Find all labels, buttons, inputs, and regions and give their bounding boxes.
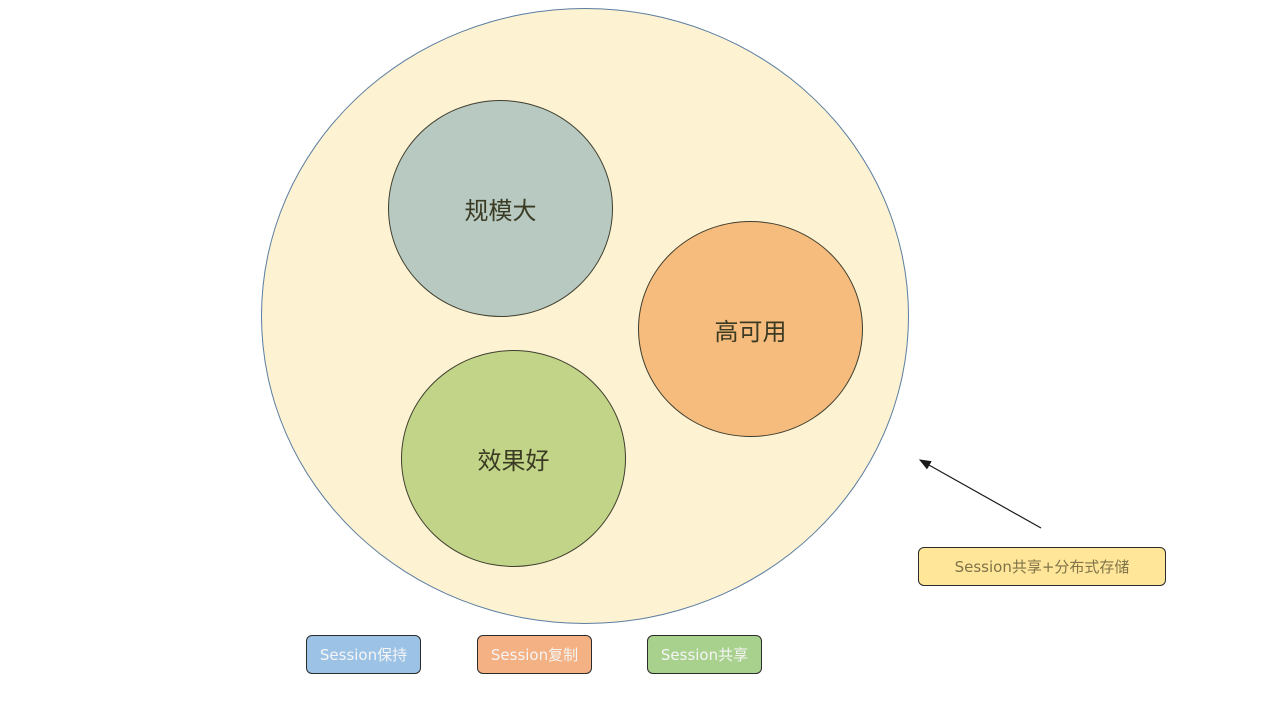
tag-label: Session保持 [319, 646, 408, 664]
circle-scale-label: 规模大 [464, 197, 537, 225]
tag-session-sharing: Session共享 [647, 635, 762, 674]
callout-label: Session共享+分布式存储 [954, 558, 1130, 576]
circle-availability: 高可用 [638, 221, 863, 437]
callout-box: Session共享+分布式存储 [918, 547, 1166, 586]
circle-scale: 规模大 [388, 100, 613, 317]
tag-label: Session复制 [490, 646, 579, 664]
tag-label: Session共享 [660, 646, 749, 664]
tag-session-persistence: Session保持 [306, 635, 421, 674]
circle-effect-label: 效果好 [477, 447, 550, 475]
tag-session-replication: Session复制 [477, 635, 592, 674]
circle-effect: 效果好 [401, 350, 626, 567]
circle-availability-label: 高可用 [714, 317, 787, 346]
